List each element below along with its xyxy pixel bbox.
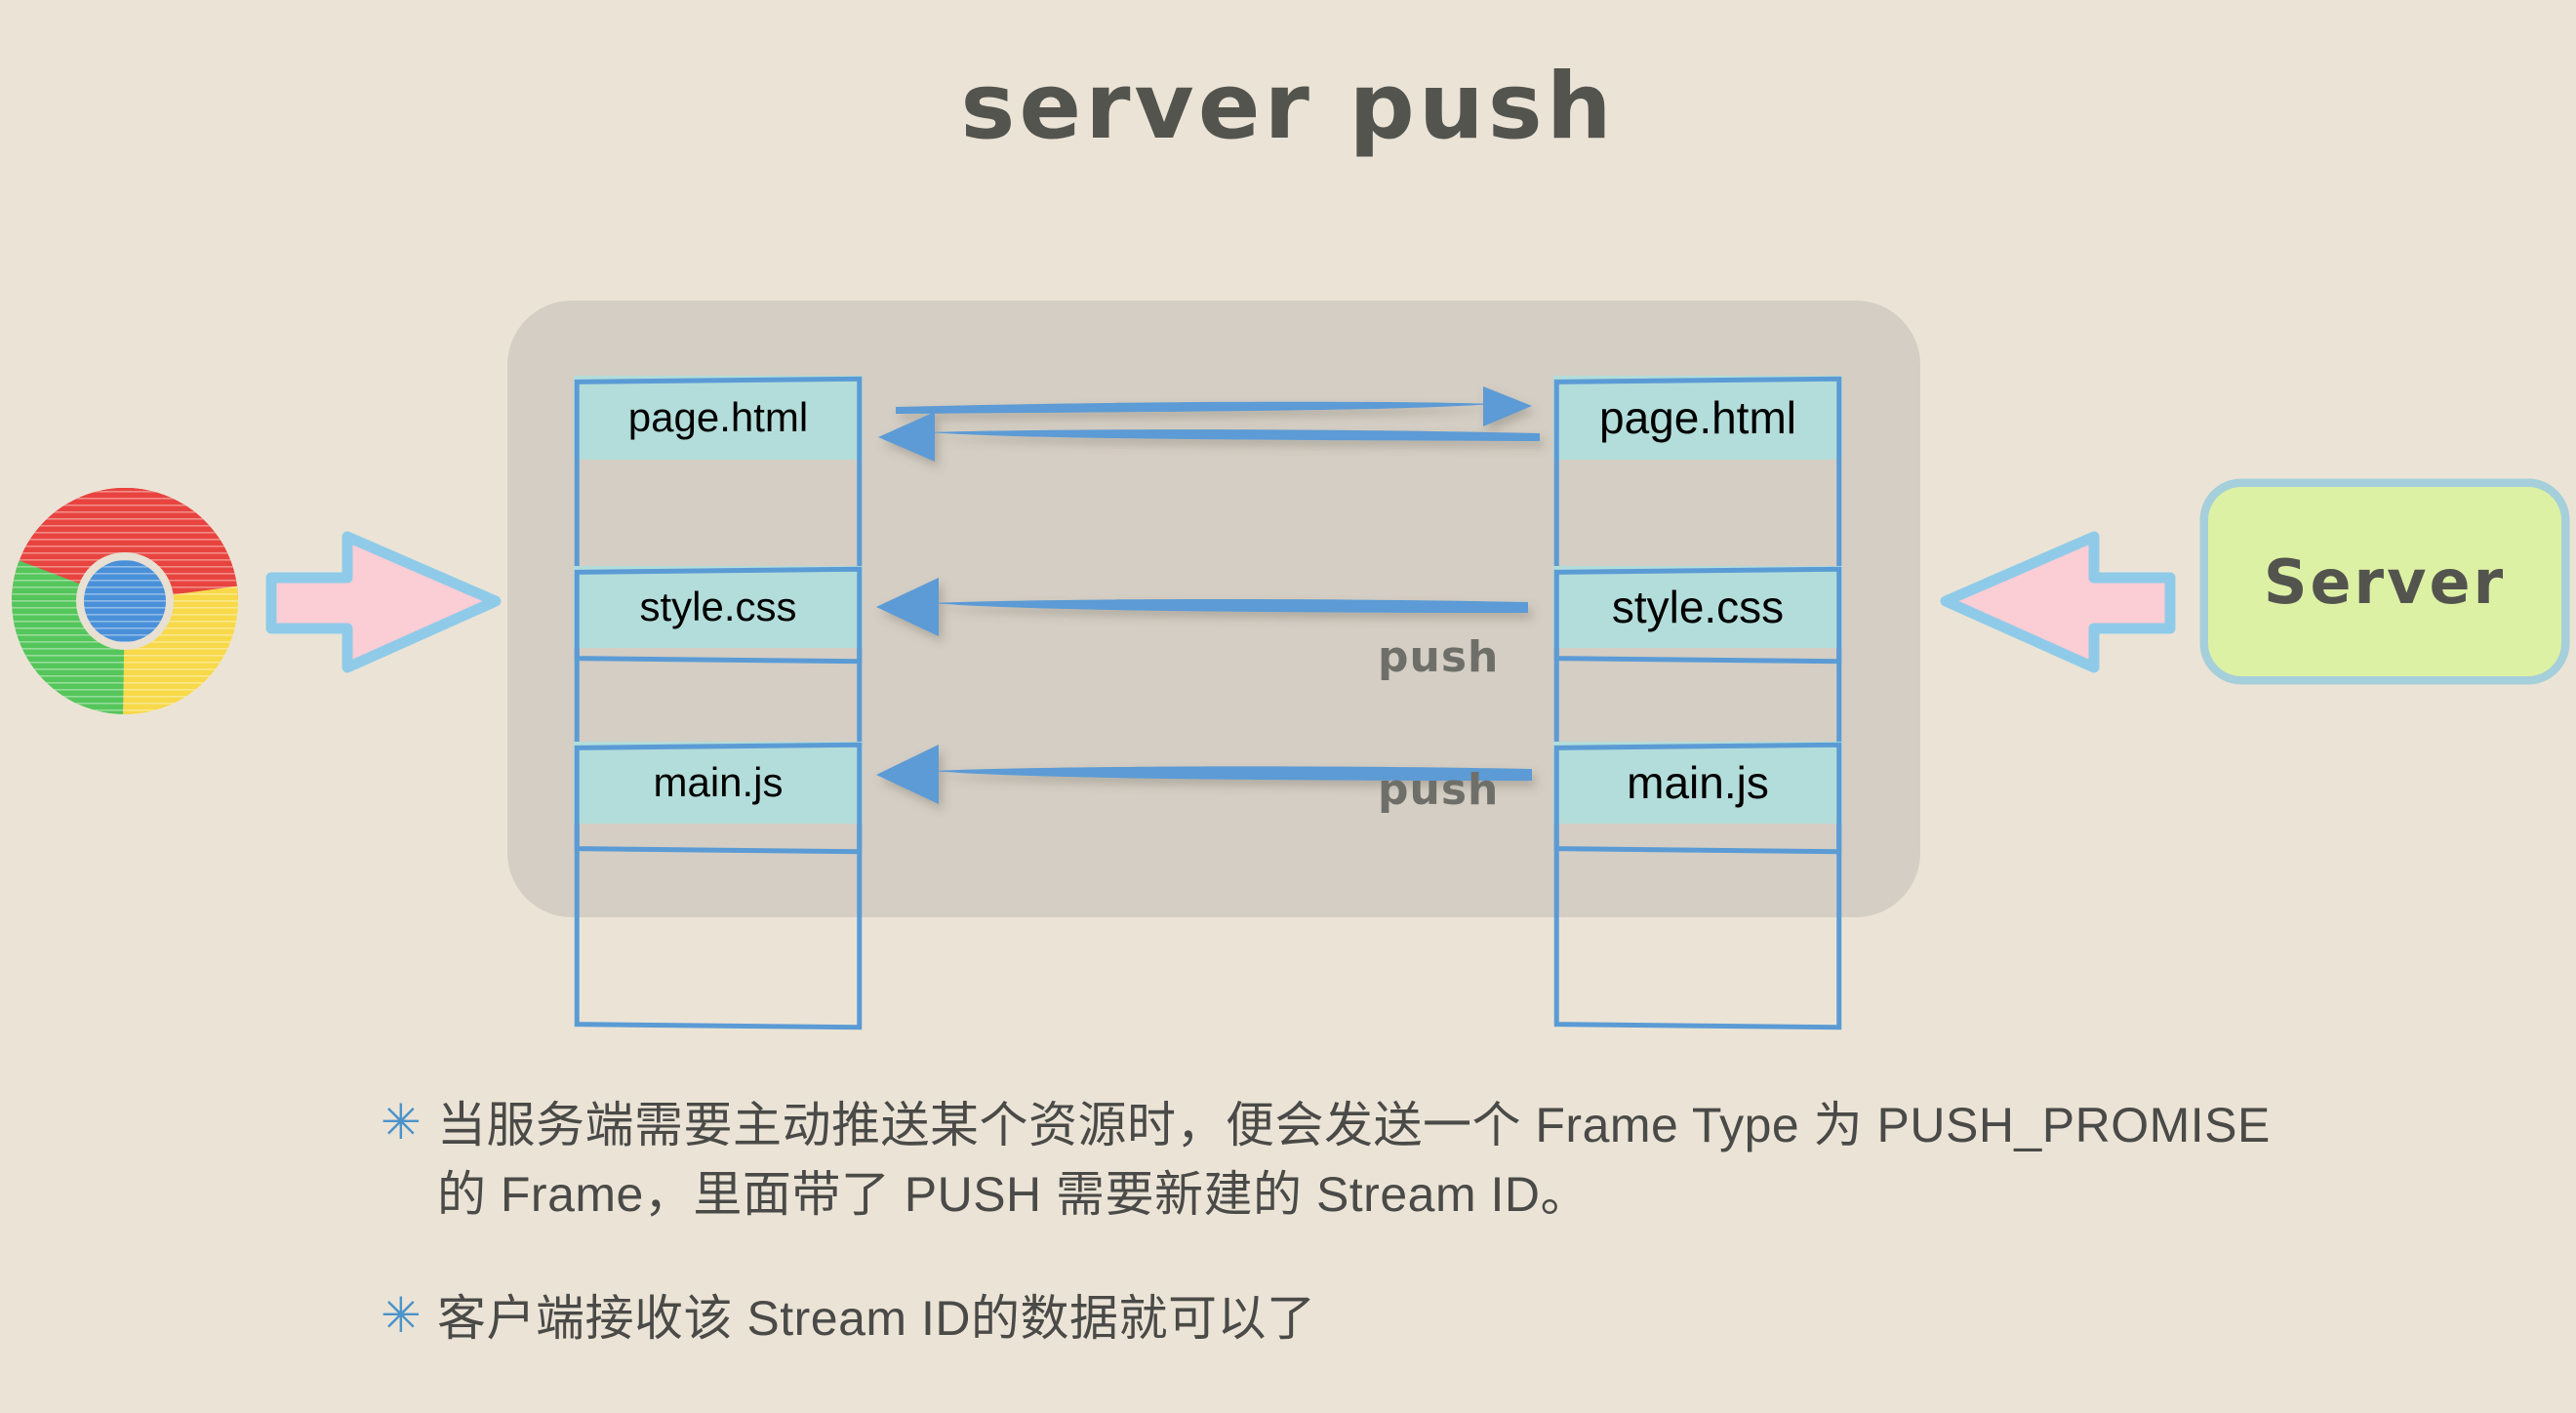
- page-title: server push: [960, 54, 1616, 160]
- bullet-text: 客户端接收该 Stream ID的数据就可以了: [437, 1291, 1316, 1346]
- pink-arrow-left-icon: [1940, 531, 2176, 673]
- server-resource-style-css[interactable]: style.css: [1553, 566, 1842, 648]
- server-node[interactable]: Server: [2198, 477, 2571, 686]
- resource-label: page.html: [627, 394, 809, 440]
- push-label-main-js: push: [1378, 765, 1500, 815]
- client-resource-style-css[interactable]: style.css: [574, 566, 863, 648]
- server-resource-main-js[interactable]: main.js: [1553, 742, 1842, 824]
- list-item: ✳ 客户端接收该 Stream ID的数据就可以了: [381, 1284, 2332, 1353]
- pink-arrow-right-icon: [265, 531, 502, 673]
- client-resource-main-js[interactable]: main.js: [574, 742, 863, 824]
- resource-label: page.html: [1598, 392, 1796, 443]
- server-label: Server: [2263, 545, 2507, 618]
- server-resource-page-html[interactable]: page.html: [1553, 376, 1842, 460]
- chrome-logo-icon: [12, 488, 238, 714]
- list-item: ✳ 当服务端需要主动推送某个资源时，便会发送一个 Frame Type 为 PU…: [381, 1091, 2332, 1230]
- resource-label: style.css: [1611, 582, 1785, 632]
- server-box-fill: [2208, 487, 2561, 676]
- resource-label: main.js: [1627, 757, 1769, 808]
- resource-label: style.css: [639, 584, 797, 629]
- bullet-text: 当服务端需要主动推送某个资源时，便会发送一个 Frame Type 为 PUSH…: [437, 1098, 2271, 1222]
- bullet-list: ✳ 当服务端需要主动推送某个资源时，便会发送一个 Frame Type 为 PU…: [381, 1091, 2332, 1408]
- client-resource-page-html[interactable]: page.html: [574, 376, 863, 460]
- push-label-style-css: push: [1378, 632, 1500, 682]
- asterisk-icon: ✳: [381, 1287, 422, 1344]
- asterisk-icon: ✳: [381, 1094, 422, 1151]
- resource-label: main.js: [653, 759, 784, 805]
